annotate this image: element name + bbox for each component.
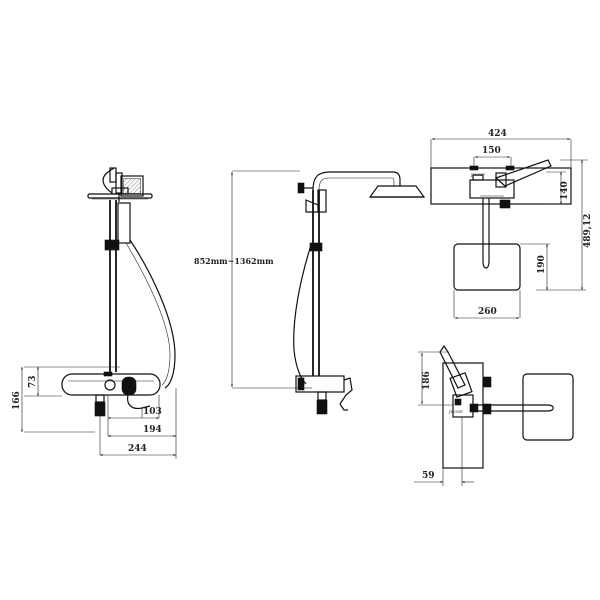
dim-244: 244 (128, 444, 147, 454)
dim-height-range: 852mm~1362mm (194, 256, 274, 266)
svg-text:JHOSP: JHOSP (448, 409, 463, 414)
dim-186: 186 (422, 371, 432, 390)
mixer-valve-icon (103, 371, 137, 396)
dim-166: 166 (12, 391, 22, 410)
rain-shower-head-icon (87, 187, 153, 200)
front-view: 73 166 103 194 244 (12, 167, 177, 459)
dim-103: 103 (143, 407, 162, 417)
dim-140: 140 (560, 181, 570, 200)
dim-424: 424 (488, 129, 507, 139)
bottom-view: JHOSP 186 59 (414, 344, 574, 486)
dim-150: 150 (482, 146, 501, 156)
top-view: 424 150 JHOSP 140 489,12 190 (430, 129, 593, 319)
dim-260: 260 (478, 307, 497, 317)
dim-59: 59 (422, 471, 435, 481)
hand-shower-icon (115, 172, 144, 202)
dim-73: 73 (28, 375, 38, 388)
side-view: 852mm~1362mm (194, 170, 426, 415)
svg-text:JHOSP: JHOSP (470, 172, 485, 177)
dim-190: 190 (537, 255, 547, 274)
dim-489-12: 489,12 (583, 214, 593, 248)
dim-194: 194 (143, 425, 162, 435)
